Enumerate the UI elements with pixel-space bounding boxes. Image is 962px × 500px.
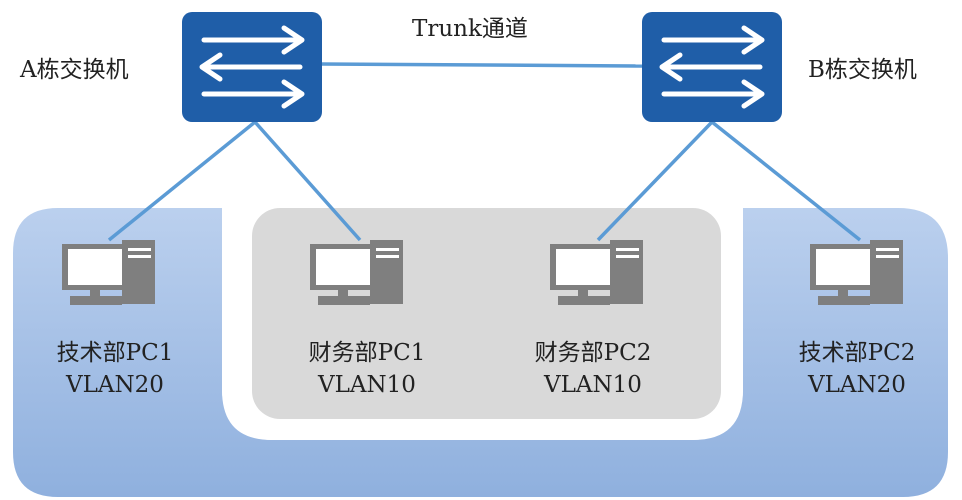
pc-name-label: 技术部PC2 xyxy=(798,340,916,366)
pc-name-label: 财务部PC2 xyxy=(534,340,652,366)
pc-vlan-label: VLAN10 xyxy=(318,372,416,398)
pc-vlan-label: VLAN20 xyxy=(66,372,164,398)
switch-icon xyxy=(642,12,782,122)
pc-vlan-label: VLAN10 xyxy=(544,372,642,398)
link-a-pc1 xyxy=(107,120,257,242)
trunk-line xyxy=(319,62,643,68)
link-b-fin2 xyxy=(596,120,714,242)
pc-name-label: 技术部PC1 xyxy=(56,340,174,366)
link-b-pc2 xyxy=(710,120,862,242)
pc-name-label: 财务部PC1 xyxy=(308,340,426,366)
trunk-label: Trunk通道 xyxy=(412,16,528,42)
pc-vlan-label: VLAN20 xyxy=(808,372,906,398)
link-a-fin1 xyxy=(253,120,362,242)
links xyxy=(107,62,862,242)
switch-b-label: B栋交换机 xyxy=(808,57,917,83)
switch-a-label: A栋交换机 xyxy=(20,57,129,83)
switch-icon xyxy=(182,12,322,122)
